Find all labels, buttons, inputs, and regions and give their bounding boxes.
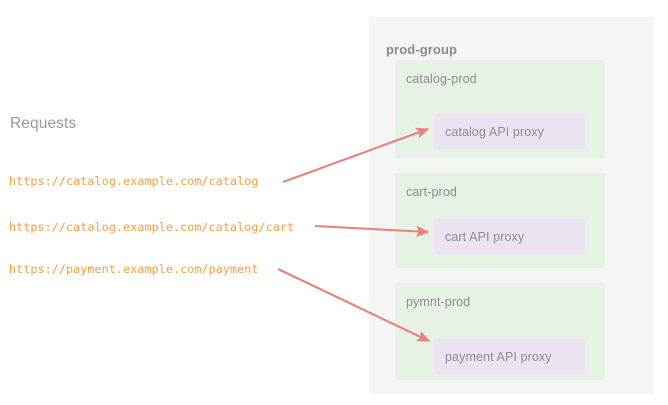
environment-title-catalog-prod: catalog-prod bbox=[406, 72, 477, 86]
environment-box-catalog-prod: catalog-prod catalog API proxy bbox=[395, 60, 605, 158]
proxy-label-cart: cart API proxy bbox=[445, 229, 525, 244]
prod-group-panel: prod-group catalog-prod catalog API prox… bbox=[369, 17, 654, 394]
proxy-box-cart: cart API proxy bbox=[434, 219, 585, 254]
proxy-label-catalog: catalog API proxy bbox=[445, 124, 544, 139]
environment-title-pymnt-prod: pymnt-prod bbox=[406, 295, 471, 309]
environment-box-pymnt-prod: pymnt-prod payment API proxy bbox=[395, 283, 605, 380]
proxy-label-payment: payment API proxy bbox=[445, 349, 552, 364]
request-url-catalog-cart: https://catalog.example.com/catalog/cart bbox=[9, 220, 295, 234]
proxy-box-catalog: catalog API proxy bbox=[434, 114, 585, 149]
requests-panel: Requests https://catalog.example.com/cat… bbox=[9, 115, 295, 276]
proxy-box-payment: payment API proxy bbox=[434, 339, 585, 374]
prod-group-title: prod-group bbox=[386, 42, 458, 57]
environment-title-cart-prod: cart-prod bbox=[406, 185, 457, 199]
request-url-catalog: https://catalog.example.com/catalog bbox=[9, 174, 259, 188]
environment-box-cart-prod: cart-prod cart API proxy bbox=[395, 173, 605, 268]
requests-heading: Requests bbox=[10, 115, 77, 132]
request-url-payment: https://payment.example.com/payment bbox=[9, 262, 259, 276]
